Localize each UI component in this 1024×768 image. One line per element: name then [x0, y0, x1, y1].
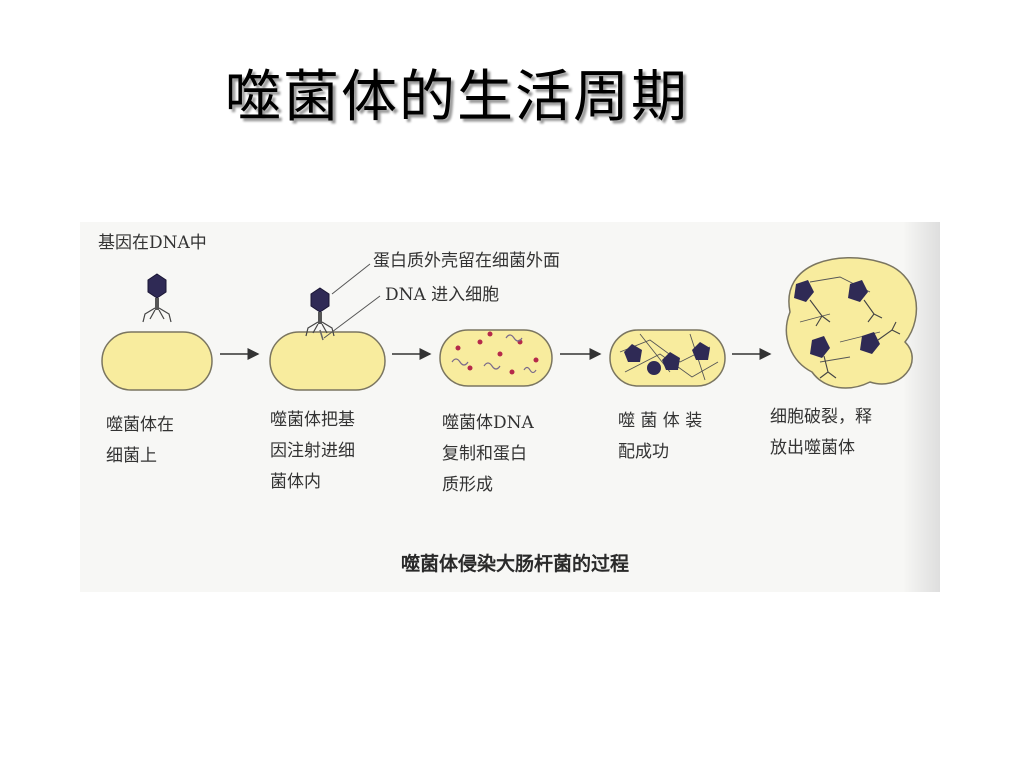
label-protein-coat: 蛋白质外壳留在细菌外面	[373, 251, 560, 271]
figure-caption: 噬菌体侵染大肠杆菌的过程	[400, 553, 629, 575]
step-label-2: 噬菌体把基 因注射进细 菌体内	[270, 410, 355, 492]
phage-icon-injecting	[305, 287, 335, 337]
slide-title: 噬菌体的生活周期	[225, 65, 689, 130]
cell-step-5-burst	[785, 256, 918, 389]
label-dna-enters: DNA 进入细胞	[385, 285, 500, 305]
label-gene-in-dna: 基因在DNA中	[98, 233, 207, 253]
leader-dna	[323, 295, 381, 339]
cell-step-4	[609, 329, 726, 387]
leader-coat	[331, 263, 371, 295]
step-label-3: 噬菌体DNA 复制和蛋白 质形成	[442, 413, 534, 495]
step-label-4: 噬 菌 体 装 配成功	[618, 411, 703, 462]
phage-life-cycle-figure: 基因在DNA中 蛋白质外壳留在细菌外面 DNA 进入细胞 噬菌体在 细菌上 噬菌…	[80, 222, 940, 592]
phage-icon	[142, 273, 172, 323]
step-label-1: 噬菌体在 细菌上	[106, 415, 174, 466]
cell-step-2	[269, 329, 386, 391]
step-label-5: 细胞破裂，释 放出噬菌体	[770, 407, 872, 458]
cell-step-1	[101, 331, 213, 391]
diagram-artwork	[101, 256, 918, 391]
cell-step-3	[439, 329, 553, 387]
